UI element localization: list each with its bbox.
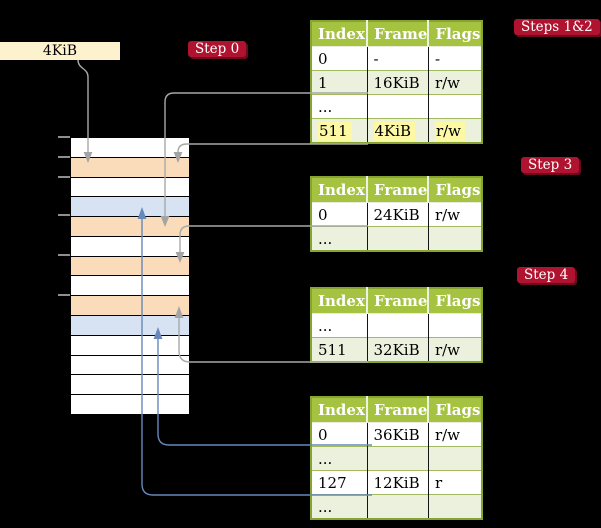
memory-frame-row-36kib	[71, 315, 189, 335]
cell-frame: -	[366, 46, 429, 71]
page-size-box: 4KiB	[0, 42, 120, 60]
cell-flags	[427, 94, 483, 119]
memory-frame-row-24kib	[71, 255, 189, 276]
table-row: 511 32KiB r/w	[311, 337, 483, 362]
cell-frame: 12KiB	[366, 470, 429, 495]
memory-frame-row-32kib	[71, 295, 189, 316]
badge-step-0: Step 0	[188, 41, 247, 57]
table-header-row: Index Frame Flags	[311, 288, 483, 314]
column-header-frame: Frame	[365, 288, 429, 314]
cell-flags: r/w	[427, 202, 483, 227]
table-row: 0 - -	[311, 46, 483, 71]
table-row: 0 24KiB r/w	[311, 202, 483, 227]
memory-tick	[58, 176, 70, 178]
table-row: ...	[311, 446, 483, 471]
badge-step-3: Step 3	[521, 157, 580, 173]
column-header-flags: Flags	[427, 177, 483, 203]
highlight: 511	[318, 121, 352, 141]
cell-frame	[366, 226, 429, 251]
table-header-row: Index Frame Flags	[311, 397, 483, 423]
cell-index: ...	[311, 446, 367, 471]
table-row: 1 16KiB r/w	[311, 70, 483, 95]
memory-tick	[58, 156, 70, 158]
badge-steps-1-2: Steps 1&2	[514, 19, 600, 35]
table-row-highlighted: 511 4KiB r/w	[311, 118, 483, 143]
table-row: 127 12KiB r	[311, 470, 483, 495]
memory-frame-row-52kib	[71, 394, 189, 414]
memory-tick	[58, 136, 70, 138]
cell-frame	[366, 494, 429, 519]
memory-frame-row-28kib	[71, 275, 189, 296]
cell-flags: r	[427, 470, 483, 495]
column-header-index: Index	[311, 21, 367, 47]
cell-frame	[366, 94, 429, 119]
cell-index: 1	[311, 70, 367, 95]
cell-frame: 16KiB	[366, 70, 429, 95]
page-table-leaf: Index Frame Flags 0 36KiB r/w ... 127 12…	[310, 396, 484, 520]
badge-step-4: Step 4	[517, 267, 576, 283]
column-header-index: Index	[311, 177, 367, 203]
page-table-step4: Index Frame Flags ... 511 32KiB r/w	[310, 287, 484, 363]
cell-frame: 4KiB	[366, 118, 429, 143]
table-row: 0 36KiB r/w	[311, 422, 483, 447]
column-header-flags: Flags	[427, 397, 483, 423]
memory-tick	[58, 214, 70, 216]
memory-tick	[58, 254, 70, 256]
memory-frame-row-4kib	[71, 156, 189, 177]
cell-index: 511	[311, 118, 367, 143]
memory-tick	[58, 294, 70, 296]
memory-frame-row-0kib	[71, 138, 189, 157]
arrow-pte511-to-4kib	[177, 143, 368, 153]
memory-frame-row-20kib	[71, 235, 189, 256]
cell-frame: 24KiB	[366, 202, 429, 227]
column-header-index: Index	[311, 288, 367, 314]
cell-index: 0	[311, 46, 367, 71]
memory-frame-row-12kib	[71, 196, 189, 217]
cell-frame: 32KiB	[366, 337, 429, 362]
column-header-flags: Flags	[427, 21, 483, 47]
cell-flags	[427, 446, 483, 471]
highlight: 4KiB	[373, 121, 416, 141]
cell-flags	[427, 494, 483, 519]
cell-index: 127	[311, 470, 367, 495]
cell-flags: r/w	[427, 337, 483, 362]
cell-index: ...	[311, 494, 367, 519]
cell-flags: -	[427, 46, 483, 71]
cell-index: ...	[311, 313, 367, 338]
cell-frame: 36KiB	[366, 422, 429, 447]
table-row: ...	[311, 94, 483, 119]
cell-flags	[427, 313, 483, 338]
cell-index: 0	[311, 422, 367, 447]
cell-flags: r/w	[427, 70, 483, 95]
table-header-row: Index Frame Flags	[311, 21, 483, 47]
physical-memory-column	[70, 137, 190, 415]
cell-frame	[366, 446, 429, 471]
memory-frame-row-40kib	[71, 334, 189, 355]
cell-frame	[366, 313, 429, 338]
memory-frame-row-8kib	[71, 176, 189, 197]
table-row: ...	[311, 494, 483, 519]
page-table-level-top: Index Frame Flags 0 - - 1 16KiB r/w ...	[310, 20, 484, 144]
page-table-step3: Index Frame Flags 0 24KiB r/w ...	[310, 176, 484, 252]
cell-flags	[427, 226, 483, 251]
memory-frame-row-16kib	[71, 216, 189, 236]
cell-index: ...	[311, 94, 367, 119]
column-header-flags: Flags	[427, 288, 483, 314]
cell-index: 511	[311, 337, 367, 362]
column-header-index: Index	[311, 397, 367, 423]
cell-flags: r/w	[427, 422, 483, 447]
memory-frame-row-44kib	[71, 354, 189, 375]
column-header-frame: Frame	[365, 21, 429, 47]
column-header-frame: Frame	[365, 177, 429, 203]
cell-index: ...	[311, 226, 367, 251]
cell-flags: r/w	[427, 118, 483, 143]
column-header-frame: Frame	[365, 397, 429, 423]
memory-frame-row-48kib	[71, 374, 189, 395]
highlight: r/w	[434, 121, 466, 141]
table-header-row: Index Frame Flags	[311, 177, 483, 203]
cell-index: 0	[311, 202, 367, 227]
table-row: ...	[311, 313, 483, 338]
table-row: ...	[311, 226, 483, 251]
